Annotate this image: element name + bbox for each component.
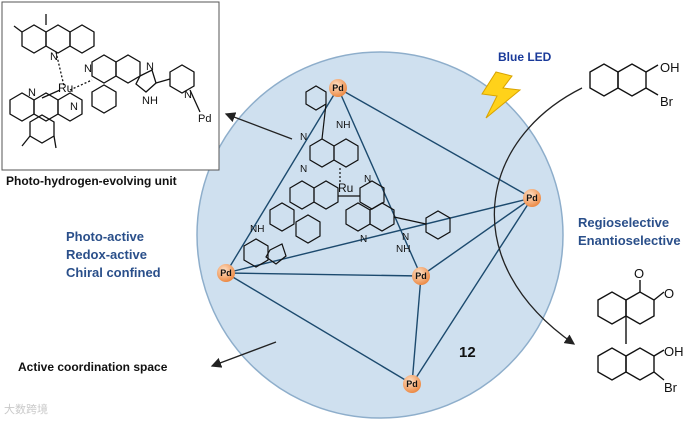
pd-nodes [217,79,541,393]
reactant-molecule [589,63,659,97]
product-br: Br [664,380,678,395]
inset-molecule [9,14,201,149]
cage-atom-n: N [364,174,371,185]
pd-label: Pd [415,271,427,281]
reactant-br: Br [660,94,674,109]
property-redox-active: Redox-active [66,247,147,262]
inset-atom-ru: Ru [58,81,73,95]
cage-edges [225,87,533,385]
pd-node [523,189,541,207]
arrow-icon [210,341,277,368]
reaction-arrow [493,87,583,345]
cage-atom-nh: NH [250,224,264,235]
pd-node [412,267,430,285]
selectivity-enantio: Enantioselective [578,233,681,248]
inset-atom-pd: Pd [198,113,211,125]
cage-atom-n: N [402,232,409,243]
selectivity-regio: Regioselective [578,215,670,230]
inset-atom-nh: NH [142,95,158,107]
product-oh: OH [664,344,684,359]
cage-atom-ru: Ru [338,181,353,195]
cage-number: 12 [459,344,476,361]
coordination-space-label: Active coordination space [18,360,168,374]
inset-atom-n: N [70,101,78,113]
cage-atom-nh: NH [396,244,410,255]
property-chiral-confined: Chiral confined [66,265,161,280]
cage-atom-n: N [300,164,307,175]
pd-node [403,375,421,393]
product-o: O [634,266,644,281]
inset-atom-n: N [50,51,58,63]
pd-label: Pd [406,379,418,389]
lightning-bolt-icon [481,71,522,119]
product-molecule [597,280,665,381]
cage-atom-nh: NH [336,120,350,131]
cage-molecule [243,85,451,268]
pd-node [329,79,347,97]
light-source-label: Blue LED [498,50,552,64]
cage-atom-n: N [360,234,367,245]
inset-atom-n: N [184,89,192,101]
inset-atom-n: N [146,61,154,73]
pd-label: Pd [332,83,344,93]
pd-label: Pd [220,268,232,278]
unit-inset-box [1,1,220,171]
product-o: O [664,286,674,301]
arrow-icon [224,112,293,140]
pd-node [217,264,235,282]
watermark: 大数跨境 [4,404,48,416]
inset-atom-n: N [28,87,36,99]
property-photo-active: Photo-active [66,229,145,244]
pd-label: Pd [526,193,538,203]
inset-atom-n: N [84,63,92,75]
reactant-oh: OH [660,60,680,75]
unit-caption: Photo-hydrogen-evolving unit [6,174,177,188]
cage-atom-n: N [300,132,307,143]
